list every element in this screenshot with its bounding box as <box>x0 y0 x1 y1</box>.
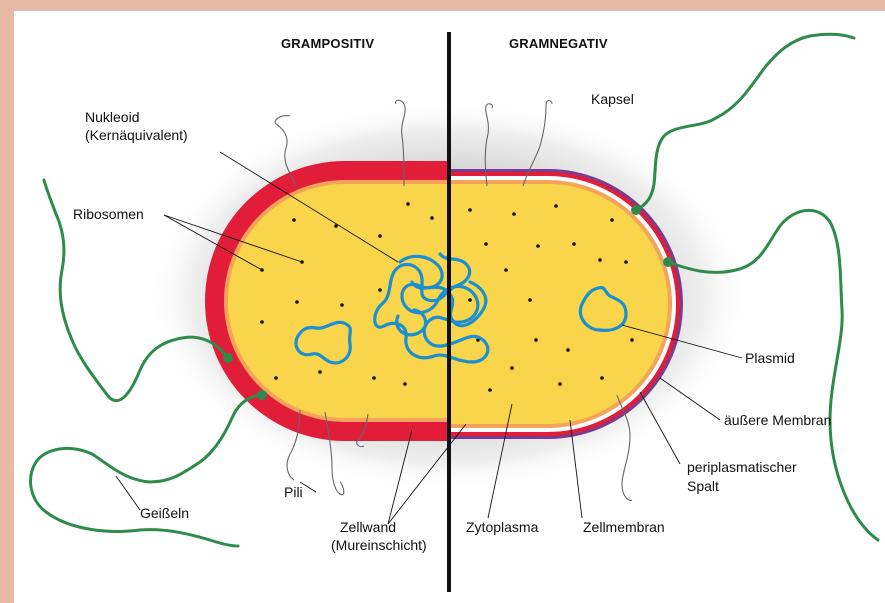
label-aeussere-membran: äußere Membran <box>724 412 831 428</box>
ribosome <box>484 242 488 246</box>
label-plasmid: Plasmid <box>745 350 795 366</box>
ribosome <box>468 298 472 302</box>
flagellum-anchor <box>663 257 673 267</box>
ribosome <box>600 376 604 380</box>
ribosome <box>572 242 576 246</box>
ribosome <box>598 258 602 262</box>
ribosome <box>340 303 344 307</box>
label-kapsel: Kapsel <box>591 91 634 107</box>
label-pili: Pili <box>284 484 303 500</box>
ribosome <box>292 218 296 222</box>
ribosome <box>378 288 382 292</box>
label-mureinschicht: (Mureinschicht) <box>331 537 427 553</box>
ribosome <box>566 348 570 352</box>
ribosome <box>558 382 562 386</box>
label-spalt: Spalt <box>687 478 719 494</box>
ribosome <box>430 216 434 220</box>
ribosome <box>554 204 558 208</box>
ribosome <box>624 260 628 264</box>
ribosome <box>504 268 508 272</box>
ribosome <box>536 244 540 248</box>
ribosome <box>534 338 538 342</box>
label-zellwand: Zellwand <box>340 519 396 535</box>
flagellum-anchor <box>257 390 267 400</box>
label-nukleoid: Nukleoid <box>85 109 139 125</box>
label-geisseln: Geißeln <box>140 505 189 521</box>
label-kernaequivalent: (Kernäquivalent) <box>85 127 188 143</box>
ribosome <box>295 300 299 304</box>
ribosome <box>468 208 472 212</box>
ribosome <box>510 366 514 370</box>
ribosome <box>372 376 376 380</box>
label-zytoplasma: Zytoplasma <box>466 519 539 535</box>
ribosome <box>260 320 264 324</box>
flagellum-anchor <box>631 205 641 215</box>
ribosome <box>403 382 407 386</box>
label-zellmembran: Zellmembran <box>583 519 665 535</box>
header-grampositiv: GRAMPOSITIV <box>281 36 374 51</box>
ribosome <box>378 234 382 238</box>
header-gramnegativ: GRAMNEGATIV <box>509 36 608 51</box>
leader-geisseln <box>116 476 140 510</box>
label-periplasmatischer: periplasmatischer <box>687 459 797 475</box>
flagellum-anchor <box>223 353 233 363</box>
ribosome <box>318 370 322 374</box>
ribosome <box>528 298 532 302</box>
ribosome <box>630 338 634 342</box>
ribosome <box>274 376 278 380</box>
ribosome <box>512 212 516 216</box>
label-ribosomen: Ribosomen <box>73 206 144 222</box>
ribosome <box>406 202 410 206</box>
ribosome <box>488 388 492 392</box>
ribosome <box>610 218 614 222</box>
